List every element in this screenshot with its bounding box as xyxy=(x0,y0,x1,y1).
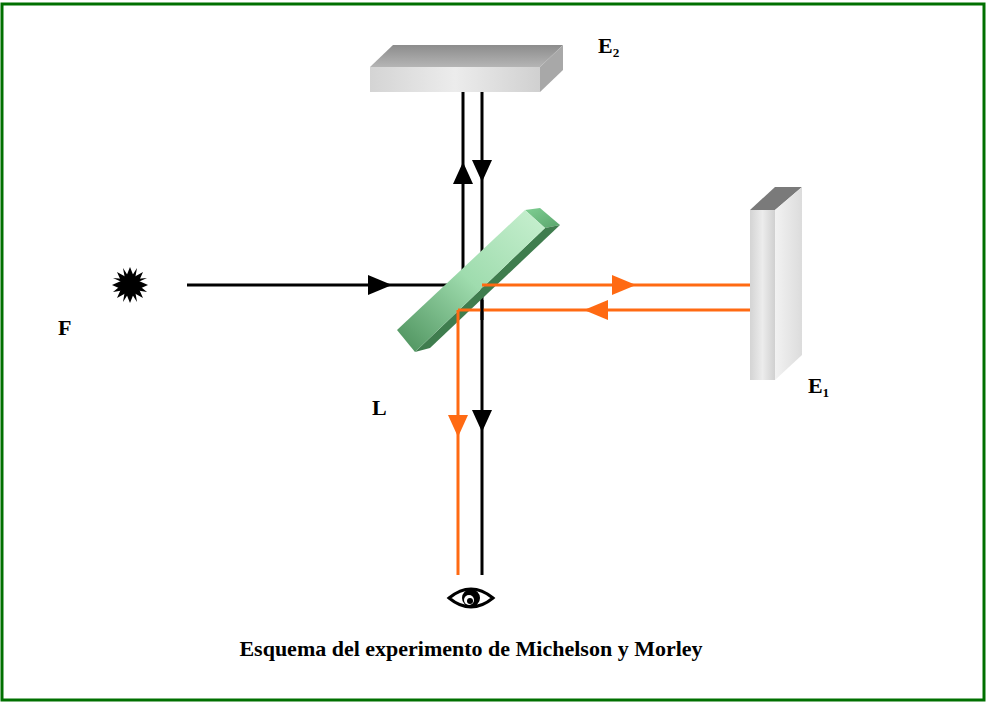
frame xyxy=(2,4,984,700)
light-source xyxy=(112,267,148,303)
eye-icon xyxy=(449,589,493,607)
light-beam-black xyxy=(481,300,484,320)
figure-caption: Esquema del experimento de Michelson y M… xyxy=(239,636,702,662)
mirror-e2 xyxy=(370,45,563,92)
mirror-label: E₁ xyxy=(808,374,829,398)
splitter-label: L xyxy=(372,396,387,420)
beam-arrowheads-orange xyxy=(448,275,636,437)
beam-splitter xyxy=(397,208,560,352)
light-beam-orange xyxy=(458,285,750,575)
mirror-e1 xyxy=(750,187,802,380)
mirror-label: E₂ xyxy=(598,34,619,58)
source-label: F xyxy=(58,316,71,340)
